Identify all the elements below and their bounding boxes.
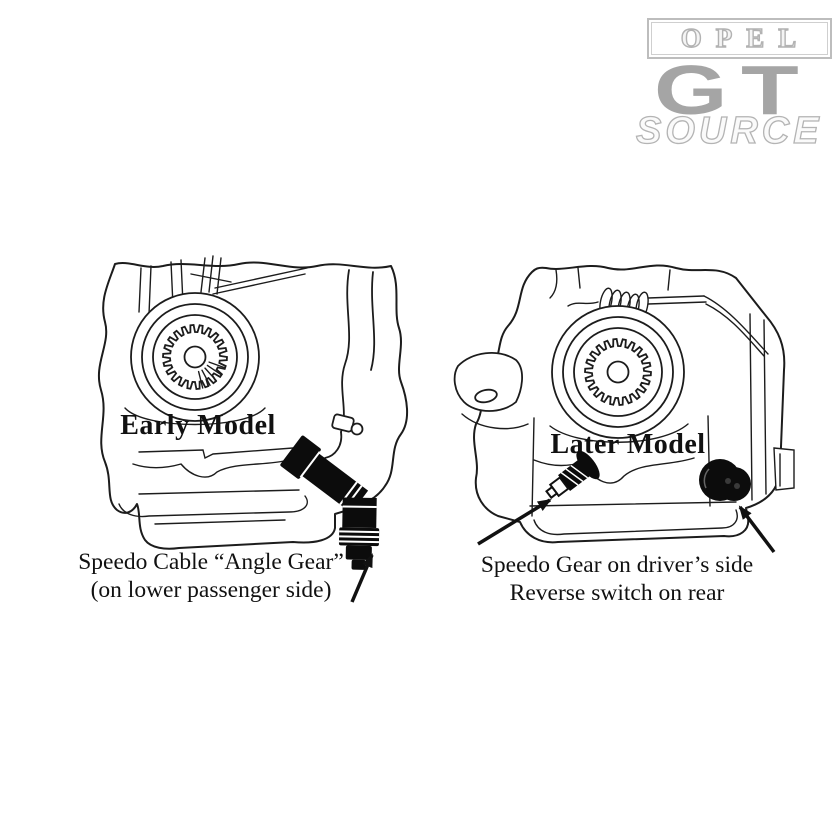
angle-gear-part	[280, 435, 380, 570]
later-left-ear	[453, 352, 529, 430]
later-caption-line1: Speedo Gear on driver’s side	[480, 552, 754, 578]
early-case-details	[118, 447, 308, 525]
gt-logo-text: GT	[654, 51, 813, 129]
early-caption-line2: (on lower passenger side)	[90, 577, 332, 603]
early-model-label: Early Model	[120, 410, 276, 441]
later-model-label: Later Model	[550, 429, 705, 460]
early-model-drawing: Early Model	[97, 255, 408, 603]
speedo-gear-part	[545, 450, 600, 500]
pointer-arrow-reverse-switch	[738, 505, 776, 554]
pointer-arrow-speedo-gear	[477, 498, 552, 546]
reverse-switch-part	[699, 459, 751, 501]
later-case-details	[529, 313, 795, 536]
opel-logo-box: OPEL	[647, 18, 832, 59]
opel-gt-source-logo: OPEL GT SOURCE	[630, 14, 835, 159]
early-caption-line1: Speedo Cable “Angle Gear”	[78, 549, 344, 575]
pointer-arrow-angle-gear	[350, 553, 374, 603]
early-output-gear-icon	[124, 292, 266, 426]
early-model-caption: Speedo Cable “Angle Gear” (on lower pass…	[46, 548, 376, 604]
opel-logo-text: OPEL	[680, 22, 811, 53]
early-right-arm	[324, 269, 376, 459]
later-model-caption: Speedo Gear on driver’s side Reverse swi…	[452, 551, 782, 607]
later-model-drawing: Later Model	[453, 264, 795, 554]
early-top-linkage	[138, 255, 308, 315]
later-output-gear-icon	[549, 305, 689, 443]
later-caption-line2: Reverse switch on rear	[509, 580, 725, 606]
source-logo-text: SOURCE	[635, 109, 823, 152]
